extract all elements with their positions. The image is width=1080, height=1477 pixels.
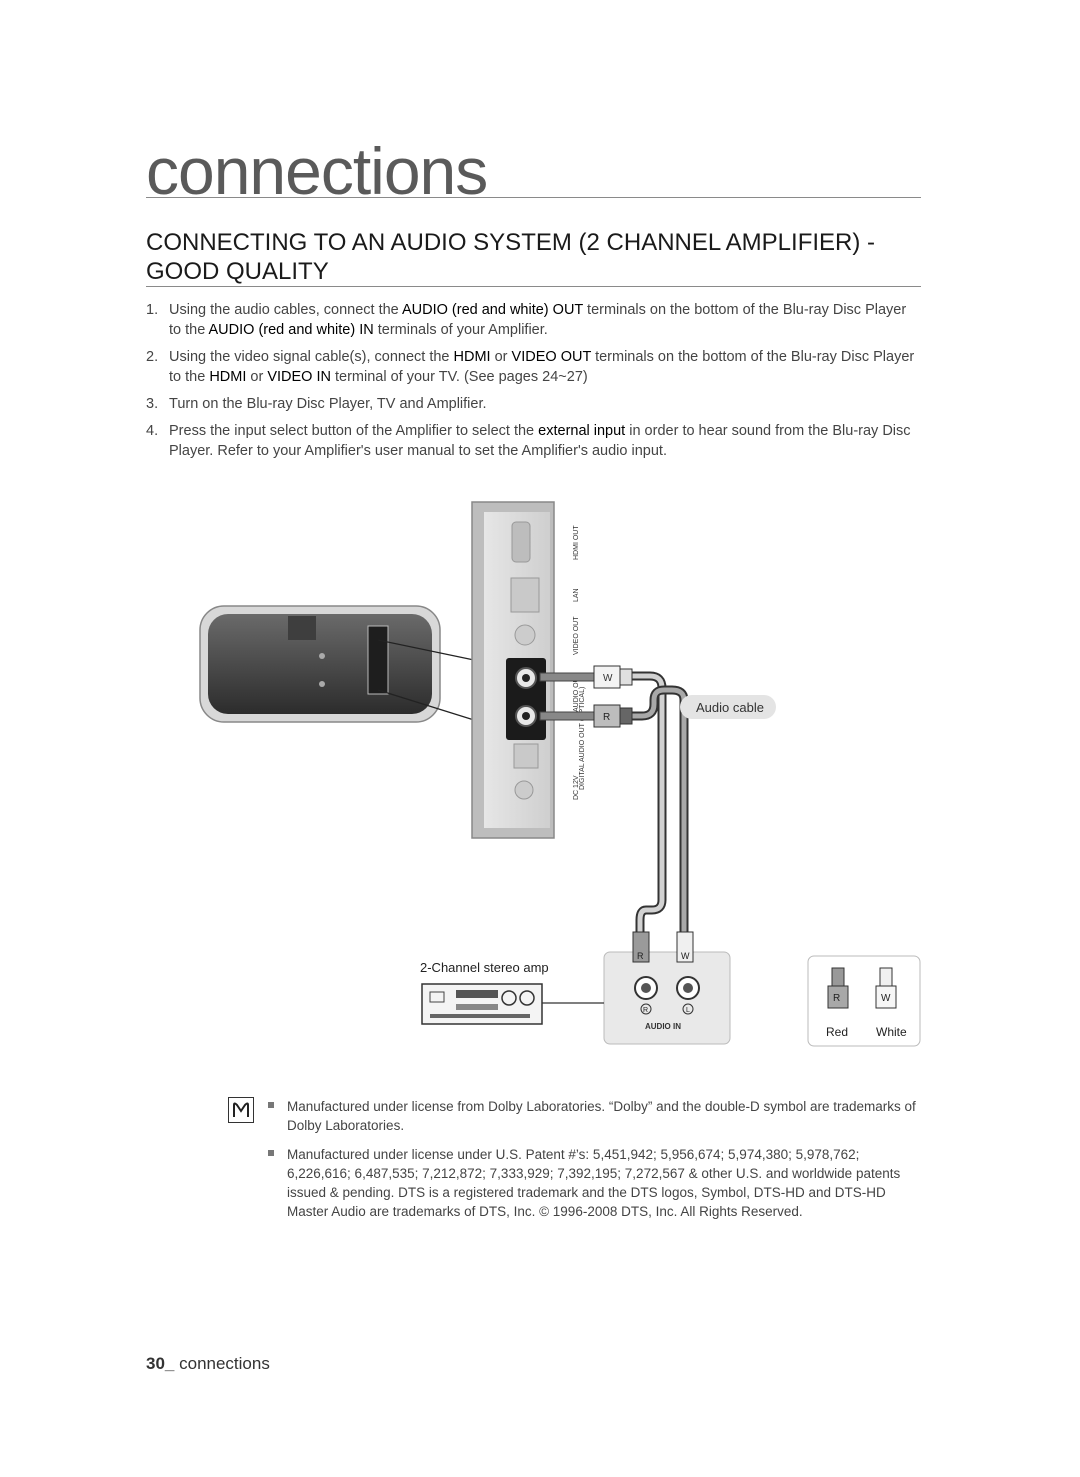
note-dts: Manufactured under license under U.S. Pa… bbox=[268, 1145, 918, 1221]
plug-letter-white-amp: W bbox=[681, 951, 690, 961]
port-label-audio: AUDIO OUT bbox=[573, 672, 580, 712]
stereo-amplifier bbox=[421, 983, 543, 1025]
port-label-video: VIDEO OUT bbox=[573, 616, 580, 655]
legend-white: White bbox=[876, 1025, 907, 1039]
step-fragment: or bbox=[490, 349, 512, 365]
step-number: 3. bbox=[146, 396, 159, 412]
step-fragment: Using the audio cables, connect the bbox=[169, 302, 402, 318]
svg-text:Audio cable: Audio cable bbox=[696, 700, 764, 715]
plug-letter-red: R bbox=[603, 712, 610, 723]
section-divider bbox=[146, 286, 921, 287]
plug-white-player: W bbox=[539, 665, 633, 689]
step-2: 2. Using the video signal cable(s), conne… bbox=[146, 347, 921, 387]
step-fragment: terminal of your TV. (See pages 24~27) bbox=[330, 369, 588, 385]
amp-label: 2-Channel stereo amp bbox=[420, 960, 549, 975]
step-fragment: in order to hear sound from the Blu-ray … bbox=[169, 423, 911, 459]
step-number: 1. bbox=[146, 302, 159, 318]
step-fragment: Press the input select button of the Amp… bbox=[169, 423, 539, 439]
step-fragment: or bbox=[246, 369, 268, 385]
port-label-hdmi: HDMI OUT bbox=[573, 525, 580, 560]
plug-red-player: R bbox=[539, 704, 633, 728]
bullet-icon bbox=[268, 1150, 274, 1156]
note-dolby: Manufactured under license from Dolby La… bbox=[268, 1097, 918, 1135]
audio-in-label: AUDIO IN bbox=[645, 1022, 681, 1031]
note-icon bbox=[228, 1097, 254, 1123]
step-emphasis: HDMI bbox=[453, 349, 491, 365]
legend-red: Red bbox=[826, 1025, 848, 1039]
step-text: Turn on the Blu-ray Disc Player, TV and … bbox=[169, 396, 487, 412]
page-footer: 30_ connections bbox=[146, 1354, 270, 1374]
step-emphasis: external input bbox=[538, 423, 626, 439]
step-text: Press the input select button of the Amp… bbox=[169, 423, 911, 459]
audio-cable-label: Audio cable bbox=[680, 695, 776, 719]
legend-letter-red: R bbox=[833, 993, 840, 1004]
step-text: Using the audio cables, connect the AUDI… bbox=[169, 302, 906, 338]
section-title: CONNECTING TO AN AUDIO SYSTEM (2 CHANNEL… bbox=[146, 229, 876, 285]
step-emphasis: VIDEO IN bbox=[267, 369, 331, 385]
step-text: Using the video signal cable(s), connect… bbox=[169, 349, 914, 385]
chapter-title: connections bbox=[146, 134, 488, 208]
note-text: Manufactured under license under U.S. Pa… bbox=[287, 1147, 901, 1219]
step-fragment: terminals on the bottom of the Blu-ray D… bbox=[169, 302, 907, 338]
step-emphasis: AUDIO (red and white) IN bbox=[208, 322, 374, 338]
chapter-divider bbox=[146, 197, 921, 198]
step-fragment: Using the video signal cable(s), connect… bbox=[169, 349, 454, 365]
plug-letter-white: W bbox=[603, 673, 613, 684]
port-label-optical: DIGITAL AUDIO OUT (OPTICAL) bbox=[579, 687, 586, 790]
step-3: 3. Turn on the Blu-ray Disc Player, TV an… bbox=[146, 394, 921, 414]
player-underside bbox=[199, 605, 441, 723]
legend-letter-white: W bbox=[881, 993, 891, 1004]
plug-color-legend: R W Red White bbox=[807, 955, 921, 1047]
step-fragment: terminals on the bottom of the Blu-ray D… bbox=[169, 349, 915, 385]
port-label-dc: DC 12V bbox=[573, 775, 580, 800]
page-number: 30_ bbox=[146, 1354, 175, 1373]
step-number: 4. bbox=[146, 423, 159, 439]
step-4: 4. Press the input select button of the A… bbox=[146, 421, 921, 461]
step-fragment: Turn on the Blu-ray Disc Player, TV and … bbox=[169, 396, 487, 412]
note-text: Manufactured under license from Dolby La… bbox=[287, 1099, 916, 1133]
step-number: 2. bbox=[146, 349, 159, 365]
jack-letter-right: R bbox=[643, 1007, 648, 1014]
jack-letter-left: L bbox=[686, 1007, 690, 1014]
footer-section: connections bbox=[179, 1354, 270, 1373]
step-emphasis: VIDEO OUT bbox=[511, 349, 592, 365]
amp-audio-in-panel: R W R L AUDIO IN bbox=[603, 931, 731, 1045]
player-rear-panel bbox=[471, 501, 555, 839]
audio-cable bbox=[632, 671, 689, 936]
step-emphasis: HDMI bbox=[209, 369, 247, 385]
bullet-icon bbox=[268, 1102, 274, 1108]
port-label-lan: LAN bbox=[573, 588, 580, 602]
instruction-steps: 1. Using the audio cables, connect the AU… bbox=[146, 300, 921, 468]
step-fragment: terminals of your Amplifier. bbox=[373, 322, 548, 338]
notes-list: Manufactured under license from Dolby La… bbox=[268, 1097, 918, 1231]
step-1: 1. Using the audio cables, connect the AU… bbox=[146, 300, 921, 340]
plug-letter-red-amp: R bbox=[637, 951, 644, 961]
step-emphasis: AUDIO (red and white) OUT bbox=[401, 302, 584, 318]
